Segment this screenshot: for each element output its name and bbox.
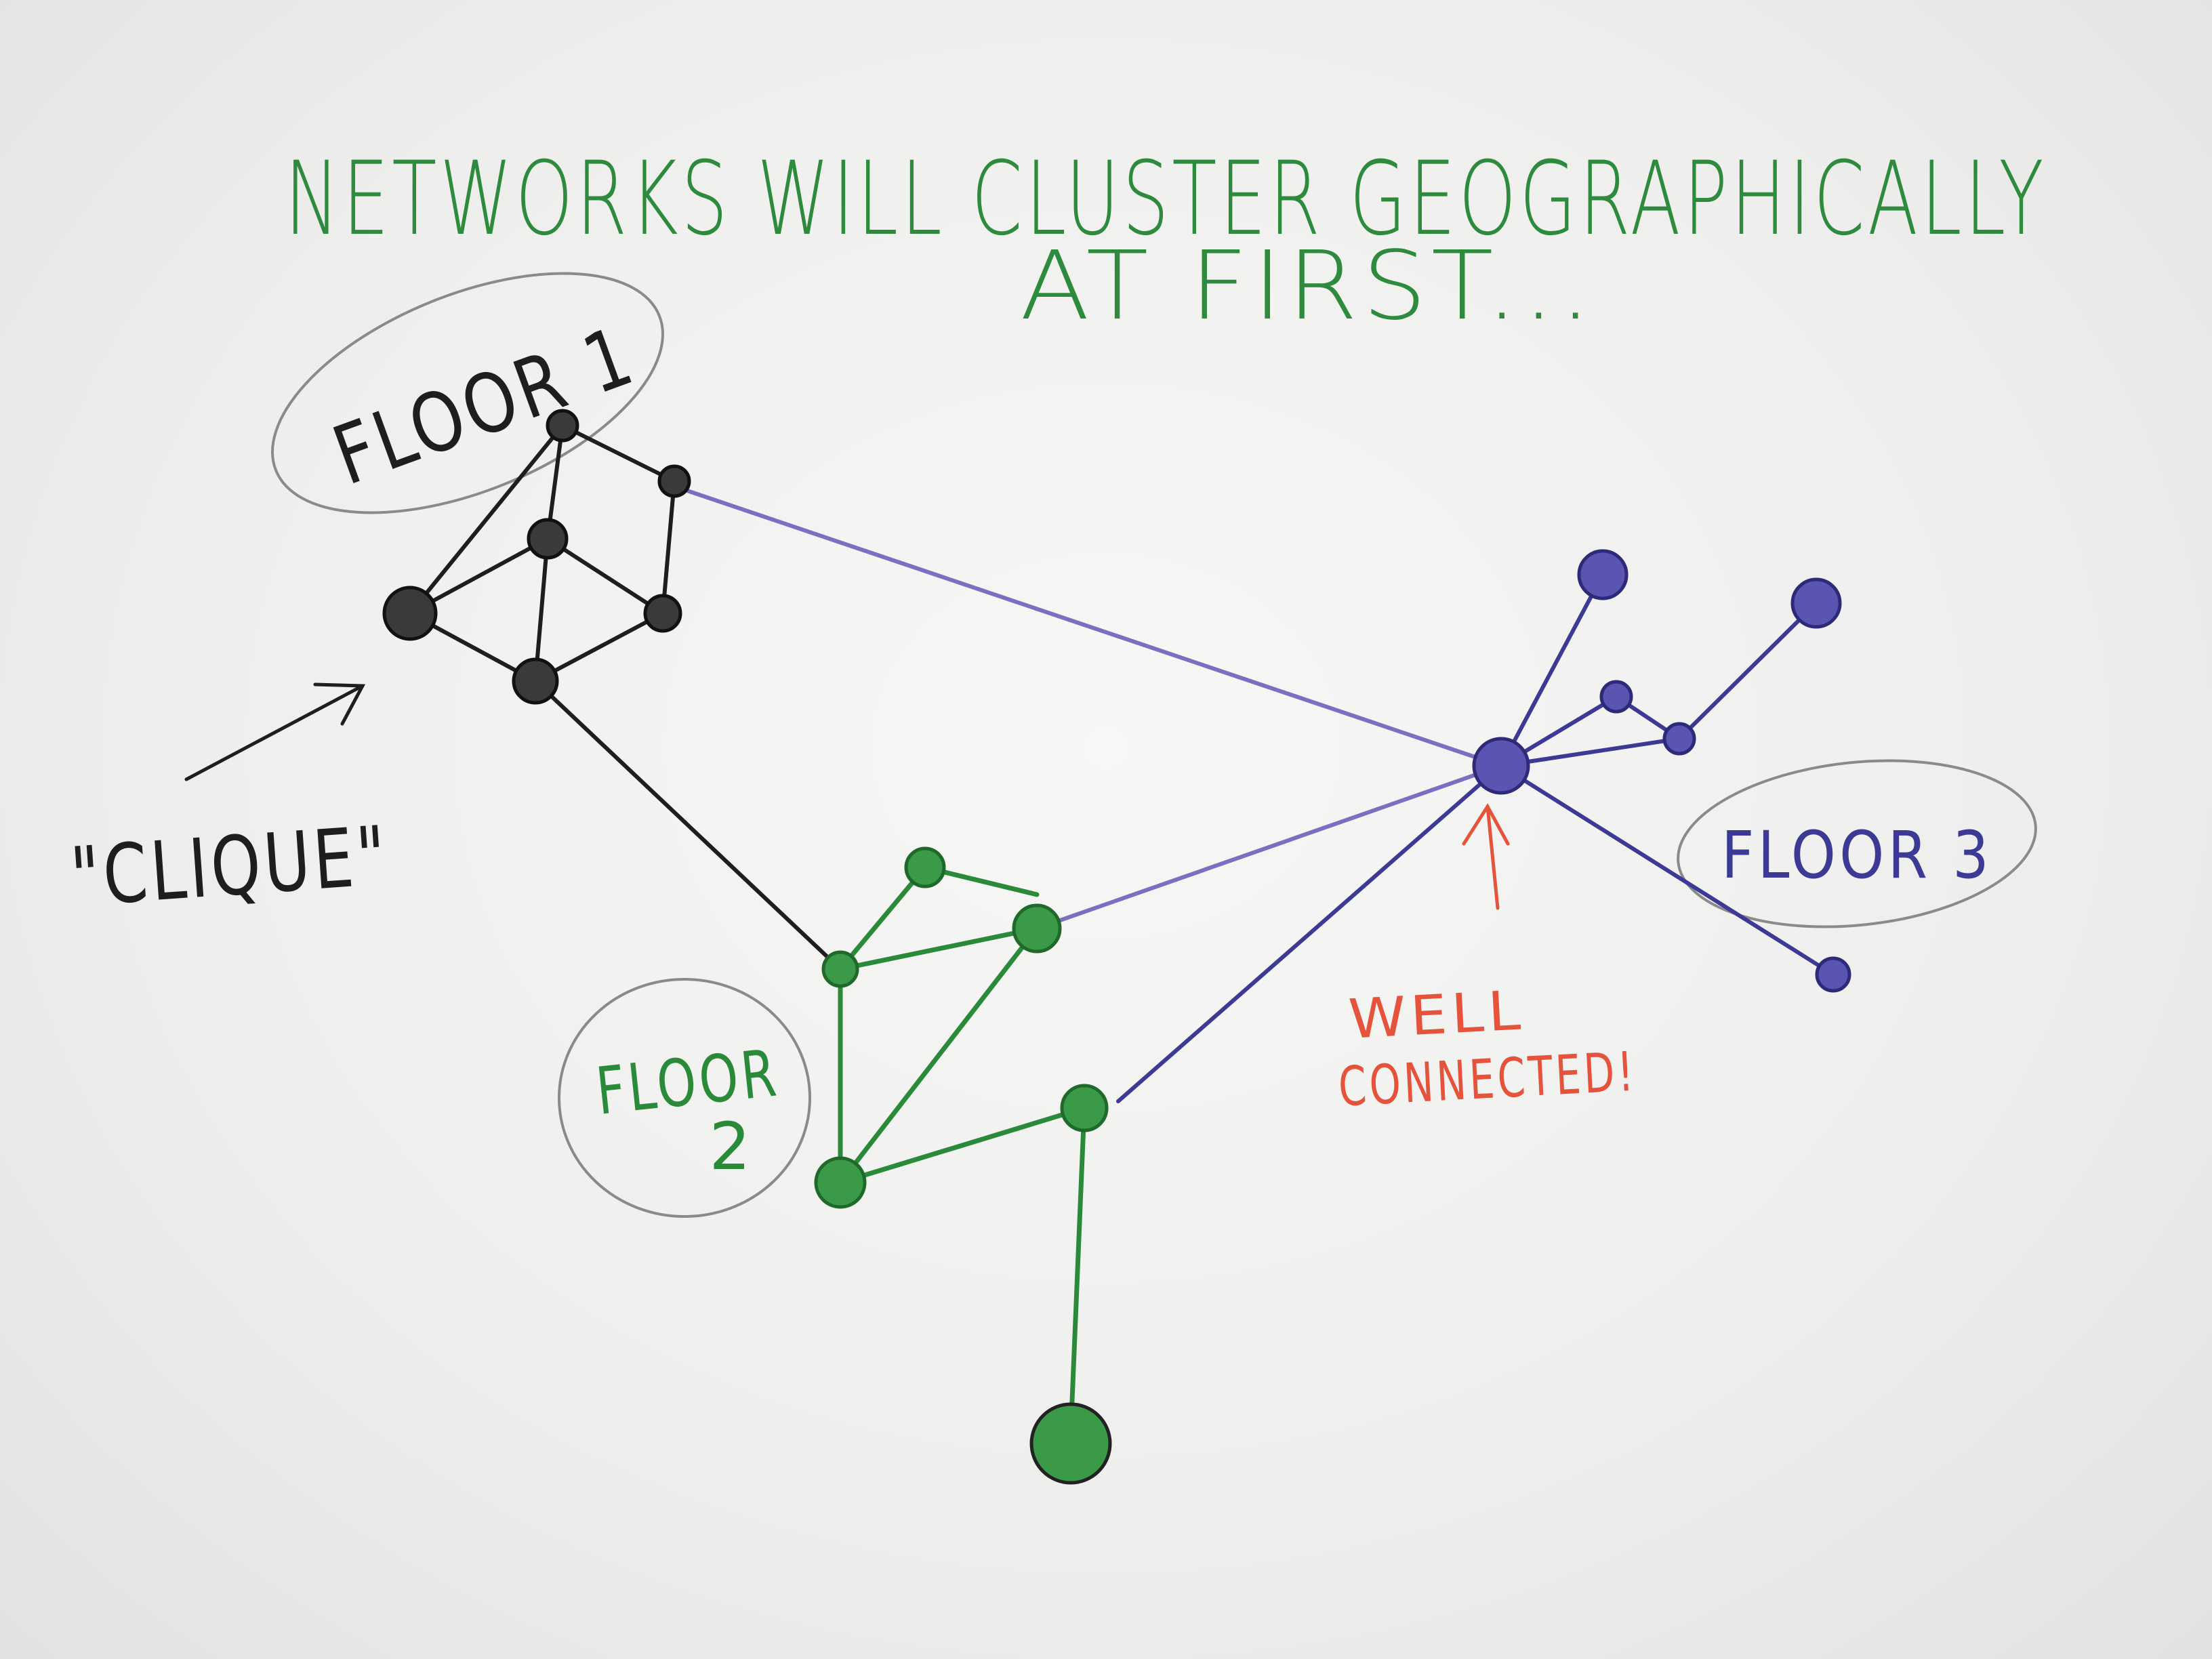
clique-label: "CLIQUE"	[68, 809, 392, 925]
clique-arrow	[184, 682, 366, 781]
floor-1-label: FLOOR 1	[322, 309, 647, 504]
node-f2-a	[904, 846, 946, 888]
floor-3-edges	[1116, 573, 1835, 1103]
node-f3-d	[1662, 722, 1696, 756]
node-f2-f	[1029, 1402, 1112, 1485]
floor-2-nodes	[814, 846, 1112, 1485]
title-line-1: NETWORKS WILL CLUSTER GEOGRAPHICALLY	[285, 140, 2047, 258]
node-f3-b	[1790, 577, 1842, 629]
node-f1-a	[546, 409, 579, 443]
floor-3-label: FLOOR 3	[1721, 817, 1992, 893]
floor-3-ellipse	[1677, 759, 2037, 928]
node-f2-b	[1012, 903, 1062, 954]
floor-2-edges	[838, 865, 1087, 1436]
node-f3-a	[1577, 549, 1629, 600]
node-f1-e	[643, 594, 682, 633]
node-f1-b	[657, 464, 691, 498]
node-f3-e	[1815, 956, 1851, 993]
floor-1-nodes	[382, 409, 691, 705]
node-f2-d	[1060, 1084, 1109, 1132]
well-connected-label-line-2: CONNECTED!	[1337, 1040, 1638, 1119]
node-f2-e	[814, 1156, 867, 1209]
floor-2-label-line-2: 2	[709, 1109, 754, 1185]
node-f1-c	[527, 518, 569, 560]
node-f1-f	[512, 657, 559, 705]
title-line-2: AT FIRST...	[1020, 231, 1596, 342]
node-f3-hub	[1472, 737, 1530, 795]
floor-1-edges	[408, 424, 842, 971]
floor-3-nodes	[1472, 549, 1851, 993]
node-f3-c	[1599, 680, 1633, 714]
cross-floor-links	[681, 487, 1503, 930]
floor-2-ellipse	[558, 978, 811, 1218]
node-f2-c	[821, 950, 859, 988]
floor-1-ellipse	[271, 272, 664, 514]
node-f1-d	[382, 586, 438, 641]
well-connected-label-line-1: WELL	[1347, 979, 1527, 1050]
well-connected-arrow	[1462, 803, 1510, 910]
